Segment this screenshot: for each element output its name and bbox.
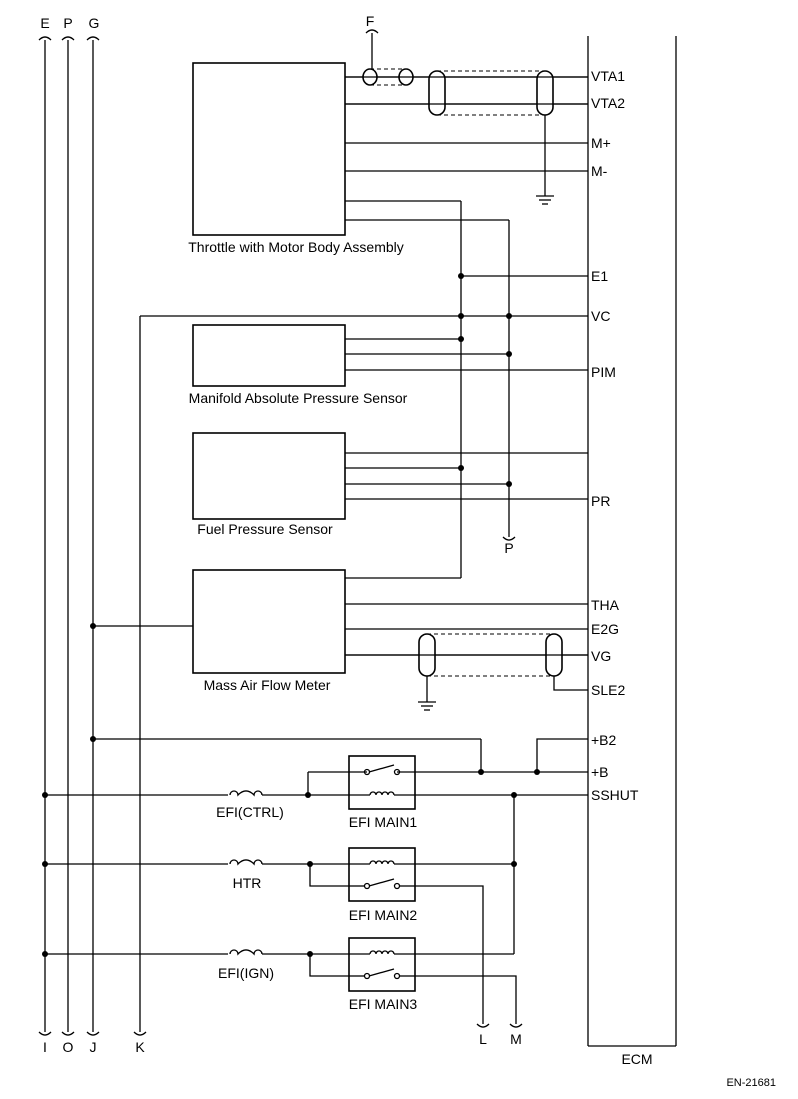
connector-j-bottom: J xyxy=(90,1039,97,1055)
connector-k-bottom: K xyxy=(135,1039,145,1055)
connector-e-top: E xyxy=(40,15,49,31)
maf-label: Mass Air Flow Meter xyxy=(204,677,331,693)
connector-o-bottom: O xyxy=(63,1039,74,1055)
left-buses xyxy=(38,36,147,1036)
relay-efi-main2-label: EFI MAIN2 xyxy=(349,907,418,923)
relay-efi-main3 xyxy=(348,937,416,992)
relay-efi-main2 xyxy=(348,847,416,902)
connector-i-bottom: I xyxy=(43,1039,47,1055)
pin-vg: VG xyxy=(591,648,611,664)
pin-vta2: VTA2 xyxy=(591,95,625,111)
relay-efi-main3-label: EFI MAIN3 xyxy=(349,996,418,1012)
fuse-efi-ctrl-label: EFI(CTRL) xyxy=(216,804,284,820)
pin-m-minus: M- xyxy=(591,163,608,179)
fuel-pressure-label: Fuel Pressure Sensor xyxy=(197,521,333,537)
ecm-block: ECM xyxy=(587,36,677,1067)
connector-p-top: P xyxy=(63,15,72,31)
connector-g-top: G xyxy=(89,15,100,31)
connector-f-top: F xyxy=(366,13,375,29)
pin-vc: VC xyxy=(591,308,610,324)
pin-m-plus: M+ xyxy=(591,135,611,151)
connector-m-bottom: M xyxy=(510,1031,522,1047)
pin-vta1: VTA1 xyxy=(591,68,625,84)
figure-id: EN-21681 xyxy=(726,1077,776,1089)
ecm-label: ECM xyxy=(621,1051,652,1067)
pin-tha: THA xyxy=(591,597,620,613)
connector-p-mid: P xyxy=(504,540,513,556)
throttle-label: Throttle with Motor Body Assembly xyxy=(188,239,404,255)
fuse-htr-label: HTR xyxy=(233,875,262,891)
pin-b2: +B2 xyxy=(591,732,617,748)
relay-efi-main1 xyxy=(348,755,416,810)
pin-e1: E1 xyxy=(591,268,608,284)
throttle-assembly: Throttle with Motor Body Assembly xyxy=(188,62,404,255)
fuel-pressure-sensor: Fuel Pressure Sensor xyxy=(192,432,346,537)
fuse-efi-ign-label: EFI(IGN) xyxy=(218,965,274,981)
pin-sshut: SSHUT xyxy=(591,787,639,803)
map-sensor-label: Manifold Absolute Pressure Sensor xyxy=(189,390,408,406)
map-sensor: Manifold Absolute Pressure Sensor xyxy=(189,324,408,406)
relay-efi-main1-label: EFI MAIN1 xyxy=(349,814,418,830)
pin-e2g: E2G xyxy=(591,621,619,637)
mass-air-flow-meter: Mass Air Flow Meter xyxy=(192,569,346,693)
pin-pim: PIM xyxy=(591,364,616,380)
pin-sle2: SLE2 xyxy=(591,682,625,698)
pin-pr: PR xyxy=(591,493,610,509)
pin-b: +B xyxy=(591,764,609,780)
connector-l-bottom: L xyxy=(479,1031,487,1047)
